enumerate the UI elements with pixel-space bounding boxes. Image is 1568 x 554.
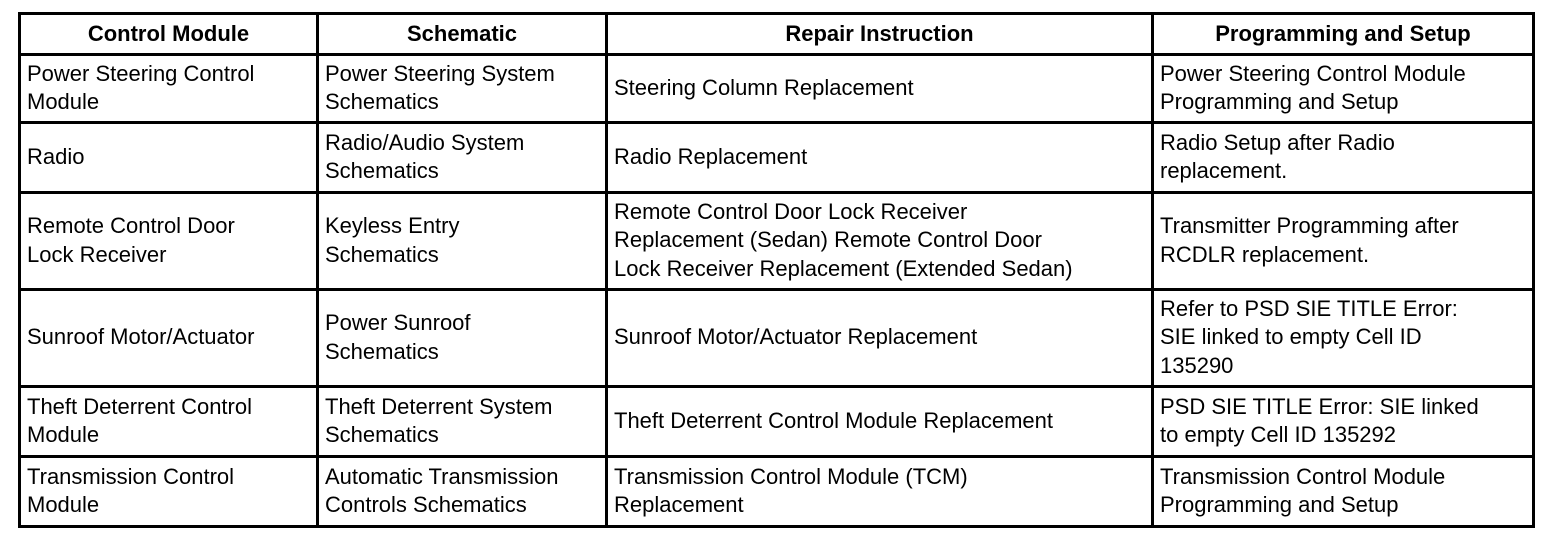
cell-control-module: Theft Deterrent Control Module bbox=[18, 385, 319, 458]
cell-line: Lock Receiver Replacement (Extended Seda… bbox=[614, 255, 1073, 281]
cell-repair-instruction: Radio Replacement bbox=[605, 121, 1154, 194]
cell-line: Replacement bbox=[614, 492, 744, 517]
cell-line: to empty Cell ID 135292 bbox=[1160, 422, 1397, 447]
table-header: Control Module Schematic Repair Instruct… bbox=[18, 12, 1535, 56]
cell-line: Sunroof Motor/Actuator Replacement bbox=[614, 324, 978, 350]
cell-line: Power Steering System bbox=[325, 60, 555, 86]
table-row: Transmission Control Module Automatic Tr… bbox=[18, 455, 1535, 528]
cell-line: Transmission Control bbox=[27, 463, 235, 489]
cell-control-module: Power Steering Control Module bbox=[18, 53, 319, 124]
cell-control-module: Transmission Control Module bbox=[18, 455, 319, 528]
cell-line: Theft Deterrent System bbox=[325, 393, 553, 419]
cell-line: Sunroof Motor/Actuator bbox=[27, 324, 255, 350]
cell-line: Programming and Setup bbox=[1160, 492, 1399, 517]
cell-control-module: Sunroof Motor/Actuator bbox=[18, 288, 319, 388]
cell-line: Power Steering Control bbox=[27, 60, 255, 86]
cell-programming-setup: Radio Setup after Radio replacement. bbox=[1151, 121, 1535, 194]
cell-line: Radio Setup after Radio bbox=[1160, 129, 1395, 155]
cell-line: Schematics bbox=[325, 422, 439, 447]
cell-line: Transmission Control Module bbox=[1160, 463, 1446, 489]
table-row: Theft Deterrent Control Module Theft Det… bbox=[18, 385, 1535, 458]
cell-programming-setup: Transmission Control Module Programming … bbox=[1151, 455, 1535, 528]
cell-line: Theft Deterrent Control bbox=[27, 393, 252, 419]
cell-programming-setup: Power Steering Control Module Programmin… bbox=[1151, 53, 1535, 124]
cell-programming-setup: Transmitter Programming after RCDLR repl… bbox=[1151, 191, 1535, 291]
cell-line: replacement. bbox=[1160, 158, 1288, 183]
cell-repair-instruction: Sunroof Motor/Actuator Replacement bbox=[605, 288, 1154, 388]
cell-repair-instruction: Remote Control Door Lock Receiver Replac… bbox=[605, 191, 1154, 291]
table-row: Radio Radio/Audio System Schematics Radi… bbox=[18, 121, 1535, 194]
cell-line: Steering Column Replacement bbox=[614, 74, 914, 100]
cell-line: Schematics bbox=[325, 158, 439, 183]
cell-control-module: Remote Control Door Lock Receiver bbox=[18, 191, 319, 291]
table-body: Power Steering Control Module Power Stee… bbox=[18, 53, 1535, 528]
cell-line: Automatic Transmission bbox=[325, 463, 559, 489]
cell-line: Transmitter Programming after bbox=[1160, 213, 1459, 238]
table-row: Sunroof Motor/Actuator Power Sunroof Sch… bbox=[18, 288, 1535, 388]
control-module-reference-table: Control Module Schematic Repair Instruct… bbox=[18, 12, 1535, 528]
header-control-module: Control Module bbox=[18, 12, 319, 56]
cell-line: Radio bbox=[27, 143, 85, 169]
cell-line: Theft Deterrent Control Module Replaceme… bbox=[614, 407, 1053, 433]
cell-line: Programming and Setup bbox=[1160, 89, 1399, 114]
cell-line: Refer to PSD SIE TITLE Error: bbox=[1160, 295, 1458, 321]
cell-line: SIE linked to empty Cell ID bbox=[1160, 324, 1422, 350]
cell-repair-instruction: Transmission Control Module (TCM) Replac… bbox=[605, 455, 1154, 528]
cell-line: Power Sunroof bbox=[325, 310, 471, 335]
cell-line: Module bbox=[27, 89, 100, 114]
cell-repair-instruction: Steering Column Replacement bbox=[605, 53, 1154, 124]
cell-schematic: Automatic Transmission Controls Schemati… bbox=[316, 455, 608, 528]
cell-line: Keyless Entry bbox=[325, 213, 460, 238]
cell-schematic: Theft Deterrent System Schematics bbox=[316, 385, 608, 458]
cell-line: Module bbox=[27, 492, 100, 517]
cell-repair-instruction: Theft Deterrent Control Module Replaceme… bbox=[605, 385, 1154, 458]
header-repair-instruction: Repair Instruction bbox=[605, 12, 1154, 56]
cell-line: Module bbox=[27, 422, 100, 447]
cell-line: Schematics bbox=[325, 241, 439, 267]
cell-line: Replacement (Sedan) Remote Control Door bbox=[614, 227, 1042, 253]
cell-line: Lock Receiver bbox=[27, 241, 167, 267]
table-row: Remote Control Door Lock Receiver Keyles… bbox=[18, 191, 1535, 291]
cell-line: Transmission Control Module (TCM) bbox=[614, 463, 968, 489]
cell-schematic: Radio/Audio System Schematics bbox=[316, 121, 608, 194]
cell-line: Remote Control Door bbox=[27, 213, 235, 238]
cell-line: 135290 bbox=[1160, 352, 1234, 378]
cell-line: PSD SIE TITLE Error: SIE linked bbox=[1160, 393, 1479, 419]
cell-control-module: Radio bbox=[18, 121, 319, 194]
header-row: Control Module Schematic Repair Instruct… bbox=[18, 12, 1535, 56]
cell-line: Radio Replacement bbox=[614, 143, 808, 169]
cell-line: Radio/Audio System bbox=[325, 129, 525, 155]
cell-line: Controls Schematics bbox=[325, 492, 527, 517]
cell-schematic: Power Steering System Schematics bbox=[316, 53, 608, 124]
header-schematic: Schematic bbox=[316, 12, 608, 56]
cell-programming-setup: Refer to PSD SIE TITLE Error: SIE linked… bbox=[1151, 288, 1535, 388]
header-programming-setup: Programming and Setup bbox=[1151, 12, 1535, 56]
table-row: Power Steering Control Module Power Stee… bbox=[18, 53, 1535, 124]
cell-line: Schematics bbox=[325, 338, 439, 364]
cell-programming-setup: PSD SIE TITLE Error: SIE linked to empty… bbox=[1151, 385, 1535, 458]
cell-schematic: Keyless Entry Schematics bbox=[316, 191, 608, 291]
cell-line: Schematics bbox=[325, 89, 439, 114]
cell-schematic: Power Sunroof Schematics bbox=[316, 288, 608, 388]
cell-line: RCDLR replacement. bbox=[1160, 241, 1370, 267]
cell-line: Power Steering Control Module bbox=[1160, 60, 1466, 86]
cell-line: Remote Control Door Lock Receiver bbox=[614, 198, 968, 224]
